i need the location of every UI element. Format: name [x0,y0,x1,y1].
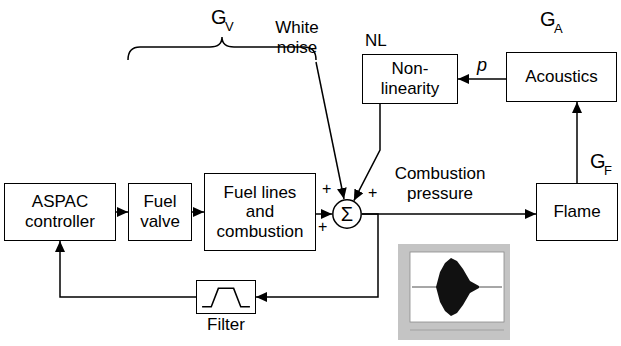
controller-box: ASPAC controller [4,183,116,241]
transfer-subscript: A [554,22,563,37]
signal-arrow [458,78,506,80]
sign-label: + [368,184,377,202]
sign-label: + [322,180,331,198]
filter-box: Filter [196,280,256,314]
pressure-trace-inset [398,244,510,340]
transfer-symbol: G [540,8,556,31]
nonlinearity-box: Non- linearity [362,54,458,103]
flame-box: Flame [536,183,618,241]
transfer-symbol: G [590,150,606,173]
node-text: Fuel lines and combustion [213,183,307,242]
transfer-subscript: F [604,164,612,179]
summing-junction: Σ [332,199,362,229]
signal-label: Combustion pressure [388,164,492,203]
process-box: Fuel lines and combustion [204,173,316,251]
input-label: White noise [266,18,328,57]
signal-arrow [60,241,196,297]
node-text: Fuel valve [129,192,191,231]
noise-arrow [316,62,344,199]
acoustics-box: Acoustics [506,52,617,102]
filter-icon [197,281,255,313]
transfer-symbol: G [211,6,227,29]
signal-arrow [316,213,332,215]
node-text: Filter [207,315,245,335]
signal-arrow [362,213,536,215]
signal-name: p [477,55,487,76]
valve-box: Fuel valve [128,183,192,241]
block-symbol: NL [365,31,387,51]
node-text: Flame [553,202,600,222]
signal-arrow [116,211,128,213]
node-text: Non- linearity [363,59,457,98]
node-text: Σ [341,203,353,226]
signal-arrow [192,211,204,213]
sign-label: + [318,218,327,236]
node-text: ASPAC controller [5,192,115,231]
node-text: Acoustics [525,67,598,87]
transfer-subscript: V [225,20,234,35]
signal-arrow [576,102,578,183]
